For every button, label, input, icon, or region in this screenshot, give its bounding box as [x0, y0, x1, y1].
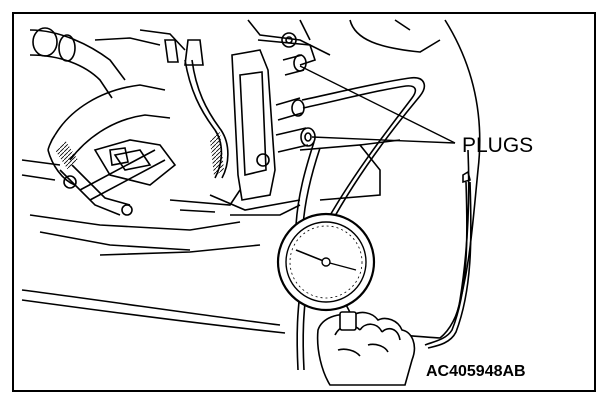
- mounting-bracket: [209, 32, 401, 216]
- plug-top: [293, 54, 307, 72]
- gauge-needle: [295, 249, 327, 263]
- figure-code: AC405948AB: [426, 363, 526, 380]
- technician-hand: [316, 311, 416, 386]
- body-panel: [21, 19, 481, 349]
- callout-leaders: [299, 65, 456, 144]
- plugs-label: PLUGS: [462, 134, 533, 157]
- leader-to-plug-top: [299, 65, 456, 144]
- shading: [55, 132, 224, 176]
- engine-parts-left: [21, 27, 261, 256]
- leader-to-plug-lower: [311, 136, 456, 144]
- vacuum-plugs: [275, 54, 316, 153]
- pressure-gauge: [276, 212, 376, 312]
- figure-border: [12, 12, 596, 392]
